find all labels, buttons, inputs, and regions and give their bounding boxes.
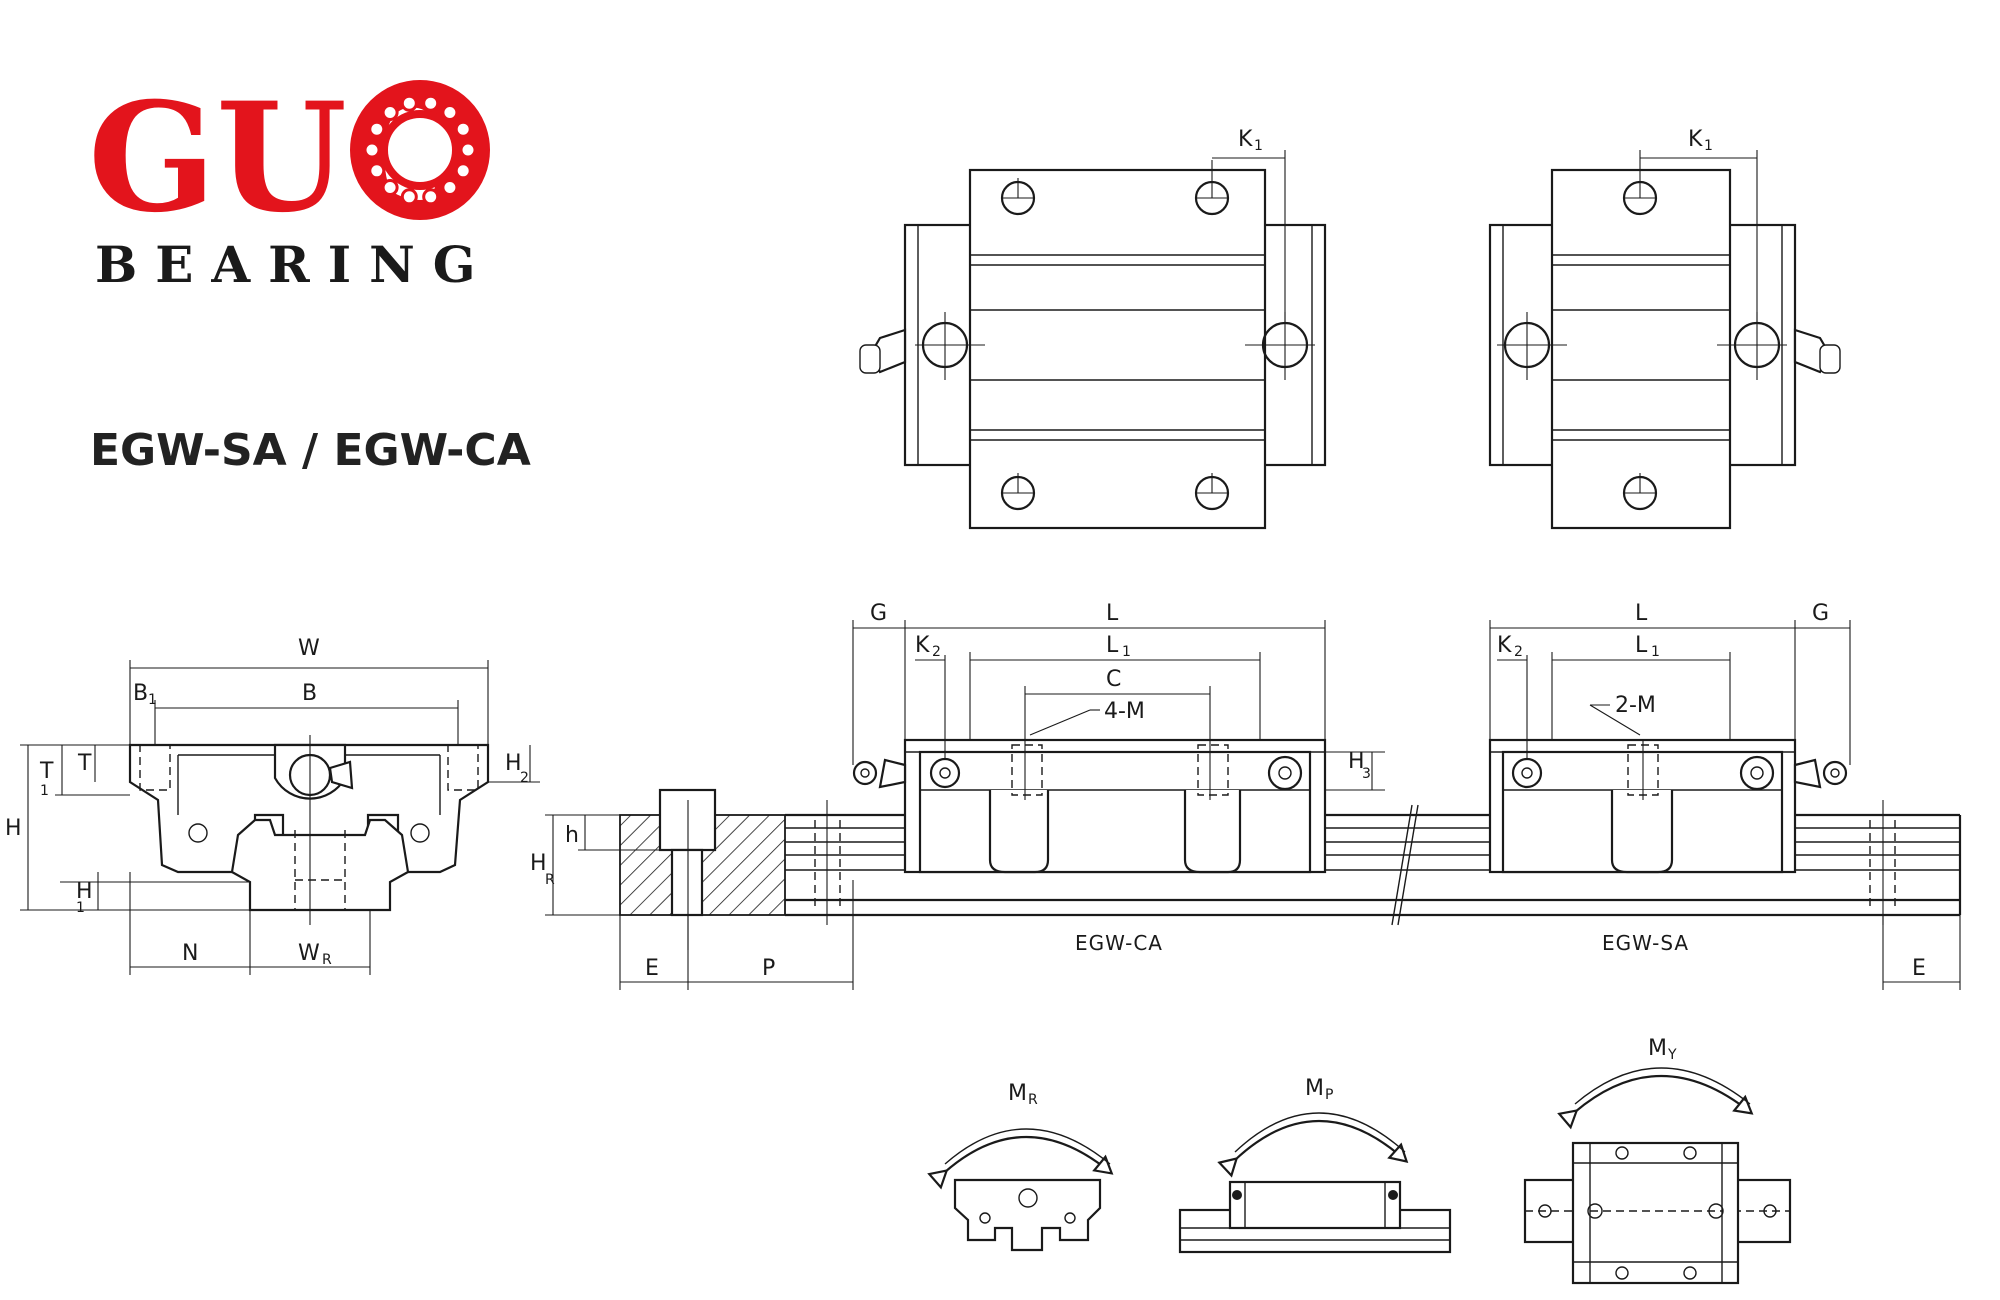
bearing-ball <box>381 104 399 121</box>
dim-hr: H <box>530 851 547 876</box>
dim-p: P <box>762 956 775 981</box>
dim-b1-sub: 1 <box>148 692 157 708</box>
bearing-ball <box>400 94 418 112</box>
dim-n: N <box>182 941 198 966</box>
bearing-ball <box>368 120 386 138</box>
bearing-ball <box>422 94 440 112</box>
dim-h-small: h <box>565 823 579 848</box>
dim-h1-sub: 1 <box>76 900 85 916</box>
dim-l-left: L <box>1106 601 1119 626</box>
bearing-ball <box>454 120 472 138</box>
dim-t1-sub: 1 <box>40 783 49 799</box>
dim-b1: B <box>133 681 148 706</box>
side-view: L G L 1 K 2 C 4-M H 3 H R h E <box>530 601 1962 990</box>
bearing-ring-icon <box>350 80 490 220</box>
bearing-ball <box>441 179 459 196</box>
bearing-ball <box>422 188 440 206</box>
dim-l1-left-sub: 1 <box>1122 644 1131 660</box>
dim-b: B <box>302 681 317 706</box>
dim-w: W <box>298 636 320 661</box>
dim-k2-right-sub: 2 <box>1514 644 1523 660</box>
grease-nipple-icon <box>1793 328 1841 374</box>
label-mr: M <box>1008 1081 1027 1106</box>
bearing-ball <box>368 162 386 180</box>
brand-logo: GUO BEARING <box>88 70 494 294</box>
top-view-ca: K 1 <box>859 127 1327 530</box>
moment-roll: M R <box>927 1081 1114 1252</box>
dim-k2-left: K <box>915 633 930 658</box>
dim-l1-right-sub: 1 <box>1651 644 1660 660</box>
dim-k1-left: K <box>1238 127 1253 152</box>
dim-g-right: G <box>1812 601 1829 626</box>
grease-nipple-icon <box>1793 758 1848 789</box>
grease-nipple-icon <box>859 328 907 374</box>
dim-k1-right-sub: 1 <box>1704 138 1713 154</box>
dim-l1-left: L <box>1106 633 1119 658</box>
dim-h1: H <box>76 879 93 904</box>
dim-l-right: L <box>1635 601 1648 626</box>
end-view: W B B 1 H T 1 T H 2 H 1 N W R <box>5 636 540 975</box>
dim-e-left: E <box>645 956 659 981</box>
dim-wr: W <box>298 941 320 966</box>
bearing-ball <box>363 141 381 159</box>
dim-k2-left-sub: 2 <box>932 644 941 660</box>
dim-k2-right: K <box>1497 633 1512 658</box>
model-title: EGW-SA / EGW-CA <box>90 425 531 476</box>
dim-h3-left: H <box>1348 749 1365 774</box>
dim-g-left: G <box>870 601 887 626</box>
dim-k1-right: K <box>1688 127 1703 152</box>
dim-l1-right: L <box>1635 633 1648 658</box>
dim-h: H <box>5 816 22 841</box>
label-mp-sub: P <box>1325 1087 1333 1103</box>
label-egw-sa: EGW-SA <box>1602 931 1689 955</box>
dim-hr-sub: R <box>545 872 555 888</box>
label-4m: 4-M <box>1104 699 1145 724</box>
dim-t1: T <box>39 759 54 784</box>
label-my: M <box>1648 1036 1667 1061</box>
bearing-ball <box>400 188 418 206</box>
dim-h2-sub: 2 <box>520 770 529 786</box>
bearing-ball <box>381 179 399 196</box>
dim-t: T <box>77 751 92 776</box>
top-view-sa: K 1 <box>1488 127 1841 530</box>
logo-sub-text: BEARING <box>95 235 494 294</box>
dim-e-right: E <box>1912 956 1926 981</box>
dim-h2: H <box>505 751 522 776</box>
label-egw-ca: EGW-CA <box>1075 931 1163 955</box>
bearing-ball <box>454 162 472 180</box>
moment-yaw: M Y <box>1523 1036 1792 1285</box>
bearing-ball <box>459 141 477 159</box>
bearing-ball <box>441 104 459 121</box>
dim-c: C <box>1106 667 1121 692</box>
label-mp: M <box>1305 1076 1324 1101</box>
label-mr-sub: R <box>1028 1092 1038 1108</box>
dim-k1-left-sub: 1 <box>1254 138 1263 154</box>
label-my-sub: Y <box>1667 1047 1677 1063</box>
label-2m: 2-M <box>1615 693 1656 718</box>
moment-pitch: M P <box>1178 1076 1452 1254</box>
dim-wr-sub: R <box>322 952 332 968</box>
dim-h3-left-sub: 3 <box>1362 766 1371 782</box>
grease-nipple-icon <box>852 758 907 789</box>
